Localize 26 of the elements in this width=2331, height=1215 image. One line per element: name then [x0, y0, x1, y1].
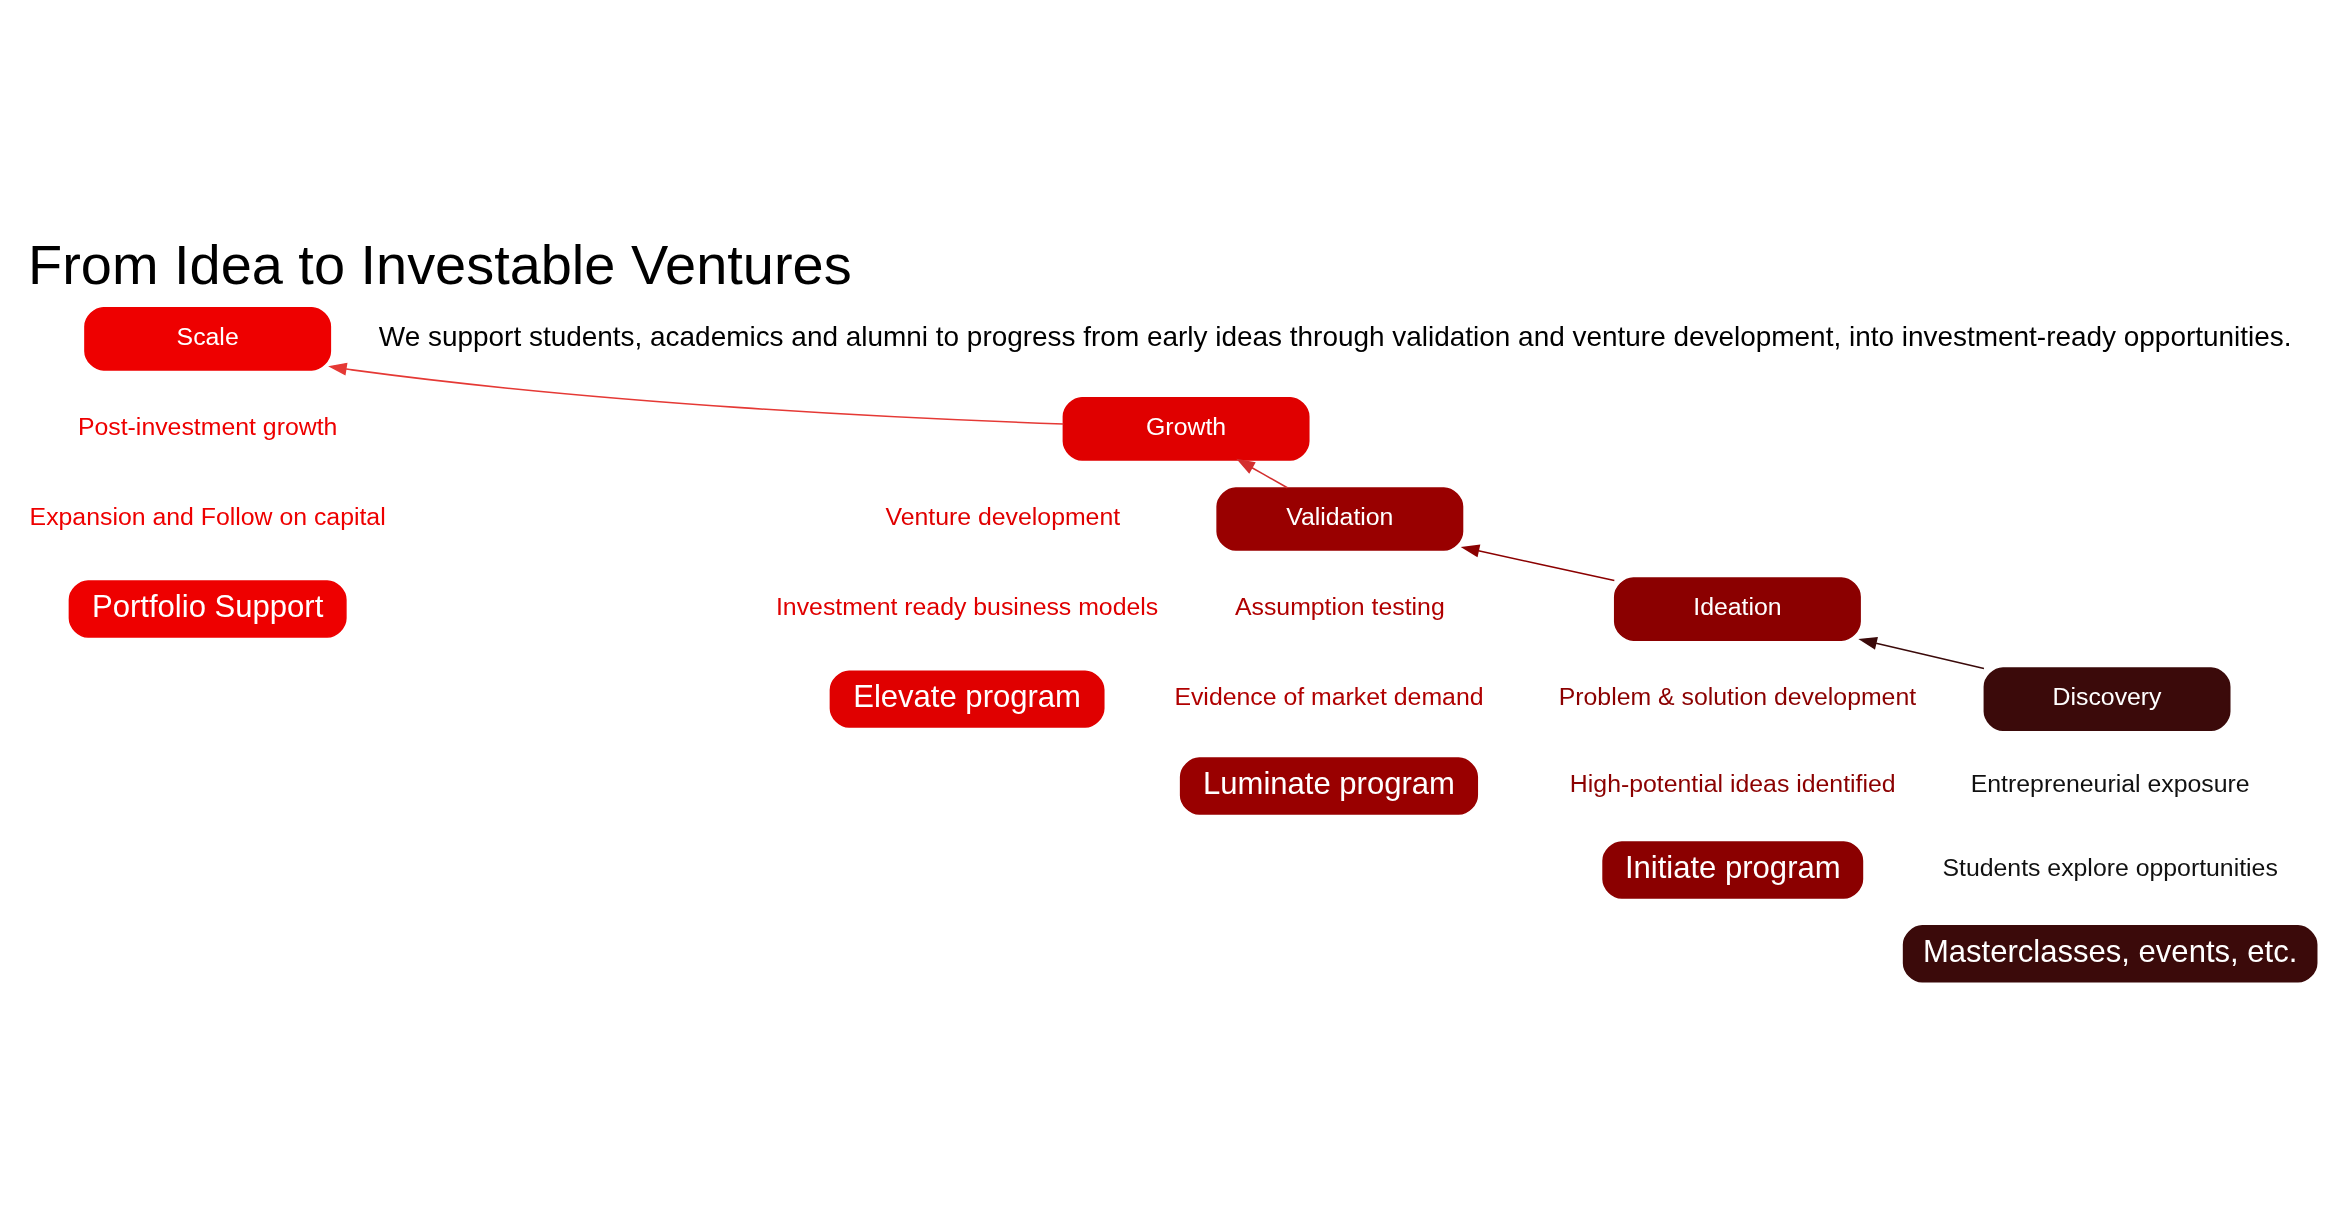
node-box: Elevate program [829, 670, 1105, 728]
node-box: Growth [1062, 397, 1310, 461]
node-box: Initiate program [1602, 841, 1864, 899]
arrow [1236, 458, 1289, 489]
node-label: Venture development [885, 502, 1121, 530]
node-label: Investment ready business models [775, 592, 1159, 620]
node-label: Evidence of market demand [1174, 683, 1484, 711]
node-label: High-potential ideas identified [1569, 770, 1896, 797]
node-label: Problem & solution development [1558, 683, 1917, 711]
arrow [1460, 544, 1616, 582]
node-label: Students explore opportunities [1942, 853, 2278, 881]
node-box: Portfolio Support [68, 580, 347, 638]
arrow [1858, 636, 1985, 670]
node-label: Assumption testing [1234, 592, 1445, 620]
label: We support students, academics and alumni to progress from early ideas through validation and venture development, into investment-ready opportunities. [378, 320, 2292, 352]
node-box: Luminate program [1179, 757, 1479, 815]
node-label: Post-investment growth [77, 412, 338, 440]
diagram-title: From Idea to Investable Ventures [28, 233, 852, 297]
arrow [328, 362, 1065, 425]
node-label: Entrepreneurial exposure [1970, 770, 2250, 797]
node-box: Masterclasses, events, etc. [1902, 925, 2318, 983]
node-box: Validation [1216, 487, 1464, 551]
node-box: Discovery [1983, 667, 2231, 731]
node-box: Scale [84, 307, 332, 371]
node-label: Expansion and Follow on capital [29, 502, 386, 530]
node-box: Ideation [1613, 577, 1861, 641]
